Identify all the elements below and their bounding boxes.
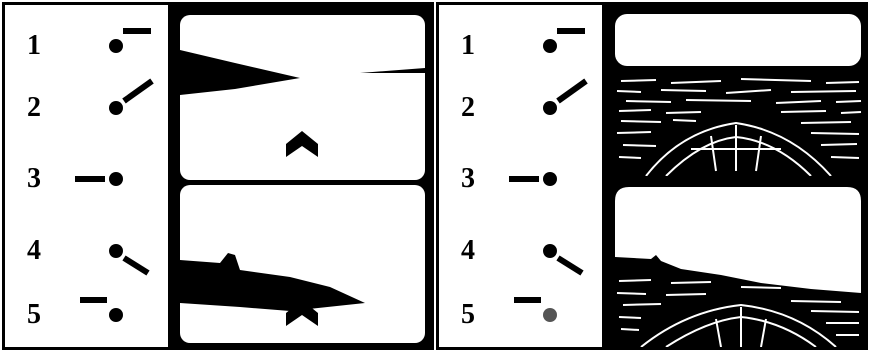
position-number: 3: [27, 164, 41, 194]
position-number: 5: [27, 300, 41, 330]
lever-icon: [60, 282, 160, 342]
lever-position-4: 4: [439, 232, 602, 272]
lever-position-2: 2: [5, 89, 168, 129]
lever-position-3: 3: [439, 160, 602, 200]
position-number: 4: [461, 236, 475, 266]
lever-position-4: 4: [5, 232, 168, 272]
lever-icon: [494, 282, 594, 342]
silhouette-view: [180, 15, 425, 180]
lever-position-3: 3: [5, 160, 168, 200]
position-number: 2: [461, 93, 475, 123]
upper-view: [611, 11, 865, 176]
lever-icon: [60, 146, 160, 206]
lever-legend: 1 2 3 4 5: [439, 5, 602, 347]
lever-position-2: 2: [439, 89, 602, 129]
lever-icon: [60, 75, 160, 135]
position-number: 2: [27, 93, 41, 123]
lever-icon: [494, 13, 594, 73]
boat-bow-photo: [611, 183, 865, 347]
lever-icon: [494, 75, 594, 135]
lever-icon: [494, 218, 594, 278]
position-number: 4: [27, 236, 41, 266]
lever-position-1: 1: [5, 27, 168, 67]
lower-view: [180, 185, 425, 343]
position-number: 5: [461, 300, 475, 330]
sky: [615, 14, 861, 66]
silhouette-view: [180, 185, 425, 343]
lever-icon: [60, 218, 160, 278]
right-panel: 1 2 3 4 5: [436, 2, 868, 350]
lever-icon: [494, 146, 594, 206]
lever-position-5: 5: [439, 296, 602, 336]
lever-icon: [60, 13, 160, 73]
left-panel: 1 2 3 4 5: [2, 2, 434, 350]
lower-view: [611, 183, 865, 347]
position-number: 1: [27, 31, 41, 61]
upper-view: [180, 15, 425, 180]
position-number: 3: [461, 164, 475, 194]
position-number: 1: [461, 31, 475, 61]
lever-legend: 1 2 3 4 5: [5, 5, 168, 347]
lever-position-1: 1: [439, 27, 602, 67]
boat-bow-photo: [611, 11, 865, 176]
lever-position-5: 5: [5, 296, 168, 336]
